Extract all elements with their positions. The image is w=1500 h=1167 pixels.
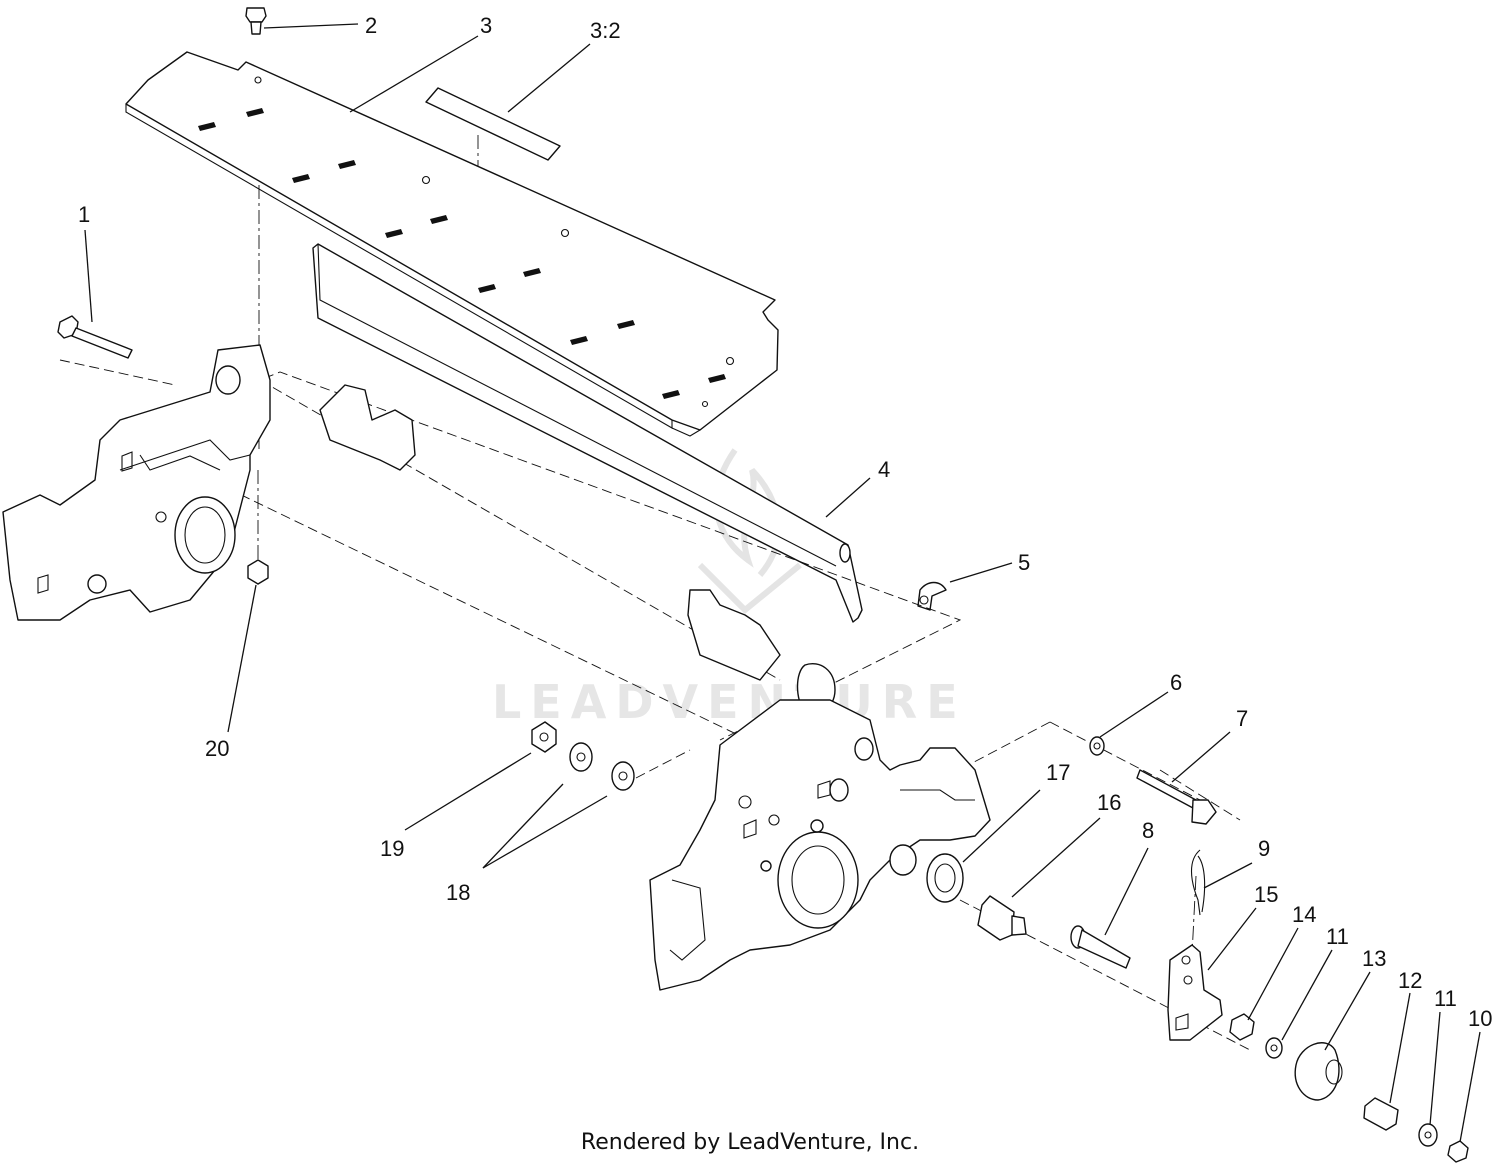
washer-part-11-upper xyxy=(1265,1037,1283,1059)
washer-part-6 xyxy=(1089,736,1105,756)
clip-part-5 xyxy=(917,581,947,611)
washers-part-18 xyxy=(569,742,635,791)
callout-2: 2 xyxy=(365,13,377,38)
nut-part-14 xyxy=(1229,1013,1255,1041)
callout-19: 19 xyxy=(380,836,404,861)
callout-4: 4 xyxy=(878,457,890,482)
right-side-plate xyxy=(649,699,991,991)
callout-15: 15 xyxy=(1254,882,1278,907)
callout-14: 14 xyxy=(1292,902,1316,927)
top-panel-part-3 xyxy=(125,51,779,437)
lock-washer-part-17 xyxy=(926,853,964,903)
watermark-text: LEADVENTURE xyxy=(492,675,967,729)
bolt-part-1 xyxy=(57,315,133,359)
roller-part-13 xyxy=(1294,1042,1343,1101)
callout-labels: 2 3 3:2 1 4 5 6 7 17 16 8 9 15 14 11 13 … xyxy=(78,13,1492,1031)
washer-part-11-lower xyxy=(1418,1123,1438,1147)
callout-9: 9 xyxy=(1258,836,1270,861)
nut-part-19 xyxy=(531,721,557,753)
callout-6: 6 xyxy=(1170,670,1182,695)
nut-part-20 xyxy=(247,559,269,585)
callout-leaders xyxy=(84,23,1481,1143)
callout-20: 20 xyxy=(205,736,229,761)
hairpin-part-9 xyxy=(1190,849,1206,916)
bracket-part-15 xyxy=(1167,944,1223,1041)
callout-16: 16 xyxy=(1097,790,1121,815)
spacer-part-12 xyxy=(1363,1097,1399,1131)
callout-17: 17 xyxy=(1046,760,1070,785)
callout-1: 1 xyxy=(78,202,90,227)
callout-13: 13 xyxy=(1362,946,1386,971)
switch-part-16 xyxy=(977,895,1027,941)
callout-10: 10 xyxy=(1468,1006,1492,1031)
pin-part-8 xyxy=(1070,925,1131,969)
left-side-plate xyxy=(2,344,271,621)
callout-11-lower: 11 xyxy=(1434,986,1457,1011)
callout-12: 12 xyxy=(1398,968,1422,993)
callout-3-2: 3:2 xyxy=(590,18,621,43)
callout-3: 3 xyxy=(480,13,492,38)
bolt-part-2 xyxy=(245,7,267,35)
decal-part-3-2 xyxy=(425,87,561,161)
rod-plate-part-4 xyxy=(312,243,863,623)
callout-11-upper: 11 xyxy=(1326,924,1349,949)
bolt-part-7 xyxy=(1136,769,1217,825)
callout-7: 7 xyxy=(1236,706,1248,731)
callout-8: 8 xyxy=(1142,818,1154,843)
credit-line: Rendered by LeadVenture, Inc. xyxy=(580,1130,920,1155)
callout-5: 5 xyxy=(1018,550,1030,575)
callout-18: 18 xyxy=(446,880,470,905)
